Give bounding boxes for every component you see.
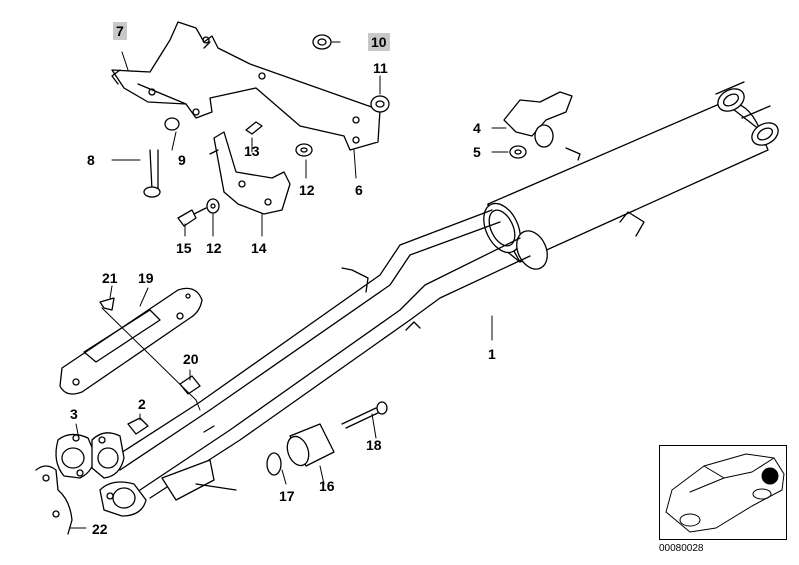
callout-17[interactable]: 17 bbox=[279, 488, 295, 504]
callout-14[interactable]: 14 bbox=[251, 240, 267, 256]
upper-brackets bbox=[111, 21, 381, 151]
callout-6[interactable]: 6 bbox=[355, 182, 363, 198]
callout-13[interactable]: 13 bbox=[244, 143, 260, 159]
leader-lines bbox=[69, 41, 509, 529]
bracket-14 bbox=[209, 131, 291, 215]
callout-11[interactable]: 11 bbox=[373, 60, 388, 76]
callout-4[interactable]: 4 bbox=[473, 120, 481, 136]
car-locator-frame bbox=[659, 445, 787, 540]
callout-15[interactable]: 15 bbox=[176, 240, 192, 256]
callout-12-lower[interactable]: 12 bbox=[206, 240, 222, 256]
callout-20[interactable]: 20 bbox=[183, 351, 199, 367]
heat-shield bbox=[59, 287, 203, 395]
car-locator-thumbnail bbox=[665, 453, 785, 533]
callout-7[interactable]: 7 bbox=[113, 22, 127, 40]
front-pipe bbox=[109, 209, 531, 501]
callout-5[interactable]: 5 bbox=[473, 144, 481, 160]
callout-21[interactable]: 21 bbox=[102, 270, 118, 286]
callout-3[interactable]: 3 bbox=[70, 406, 78, 422]
callout-18[interactable]: 18 bbox=[366, 437, 382, 453]
callout-22[interactable]: 22 bbox=[92, 521, 108, 537]
callout-2[interactable]: 2 bbox=[138, 396, 146, 412]
callout-9[interactable]: 9 bbox=[178, 152, 186, 168]
diagram-code: 00080028 bbox=[659, 543, 704, 554]
callout-1[interactable]: 1 bbox=[488, 346, 496, 362]
callout-12-upper[interactable]: 12 bbox=[299, 182, 315, 198]
rear-silencer bbox=[483, 81, 779, 270]
callout-19[interactable]: 19 bbox=[138, 270, 154, 286]
flanges bbox=[35, 432, 147, 535]
callout-8[interactable]: 8 bbox=[87, 152, 95, 168]
hardware bbox=[99, 34, 573, 476]
callout-10[interactable]: 10 bbox=[368, 33, 390, 51]
callout-16[interactable]: 16 bbox=[319, 478, 335, 494]
